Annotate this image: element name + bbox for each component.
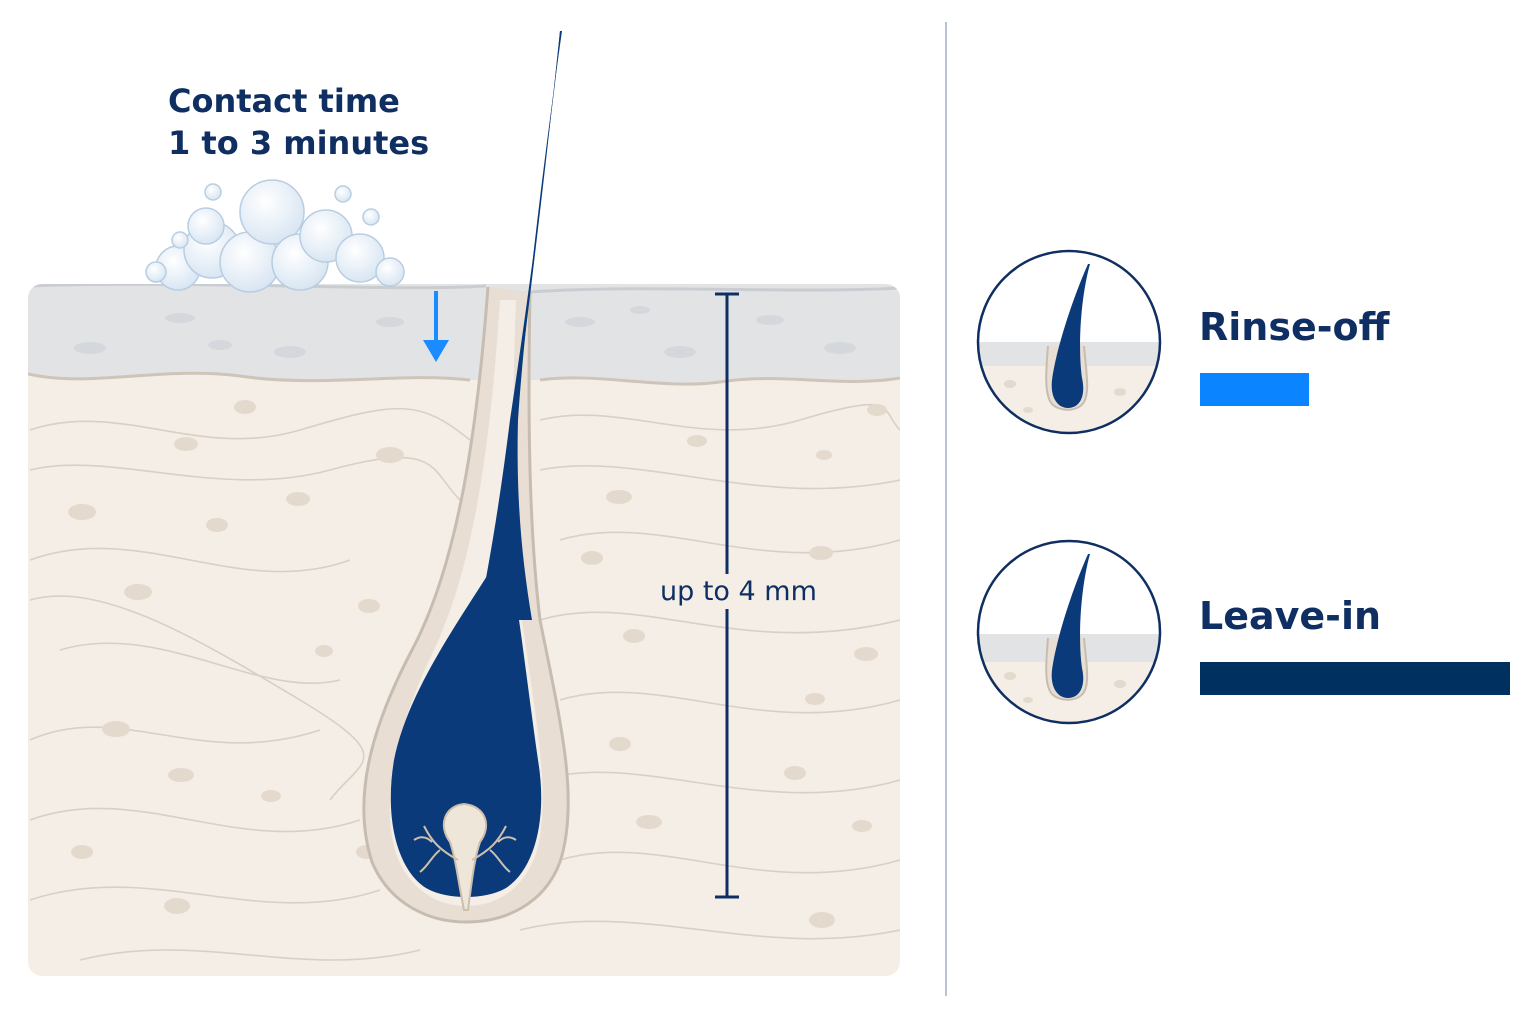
depth-label: up to 4 mm — [652, 574, 825, 609]
legend-bar-leave-in — [1200, 662, 1510, 695]
epidermis-layer — [28, 284, 900, 385]
contact-time-title: Contact time — [168, 82, 400, 120]
contact-time-label: Contact time 1 to 3 minutes — [168, 80, 429, 164]
leave-in-thumbnail — [976, 539, 1162, 725]
contact-time-value: 1 to 3 minutes — [168, 124, 430, 162]
legend-bar-rinse-off — [1200, 373, 1309, 406]
skin-panel — [28, 284, 900, 976]
legend-label-leave-in: Leave-in — [1199, 594, 1382, 638]
hair-shaft — [497, 31, 562, 560]
foam — [145, 179, 405, 293]
rinse-off-thumbnail — [976, 249, 1162, 435]
blood-vessels — [413, 825, 517, 873]
epidermis-boundary — [28, 371, 900, 386]
penetration-arrow-icon — [423, 291, 449, 362]
dermal-papilla — [442, 802, 488, 911]
hair-bulb — [390, 560, 542, 897]
epidermis-cells — [74, 306, 856, 358]
legend-label-rinse-off: Rinse-off — [1199, 305, 1390, 349]
